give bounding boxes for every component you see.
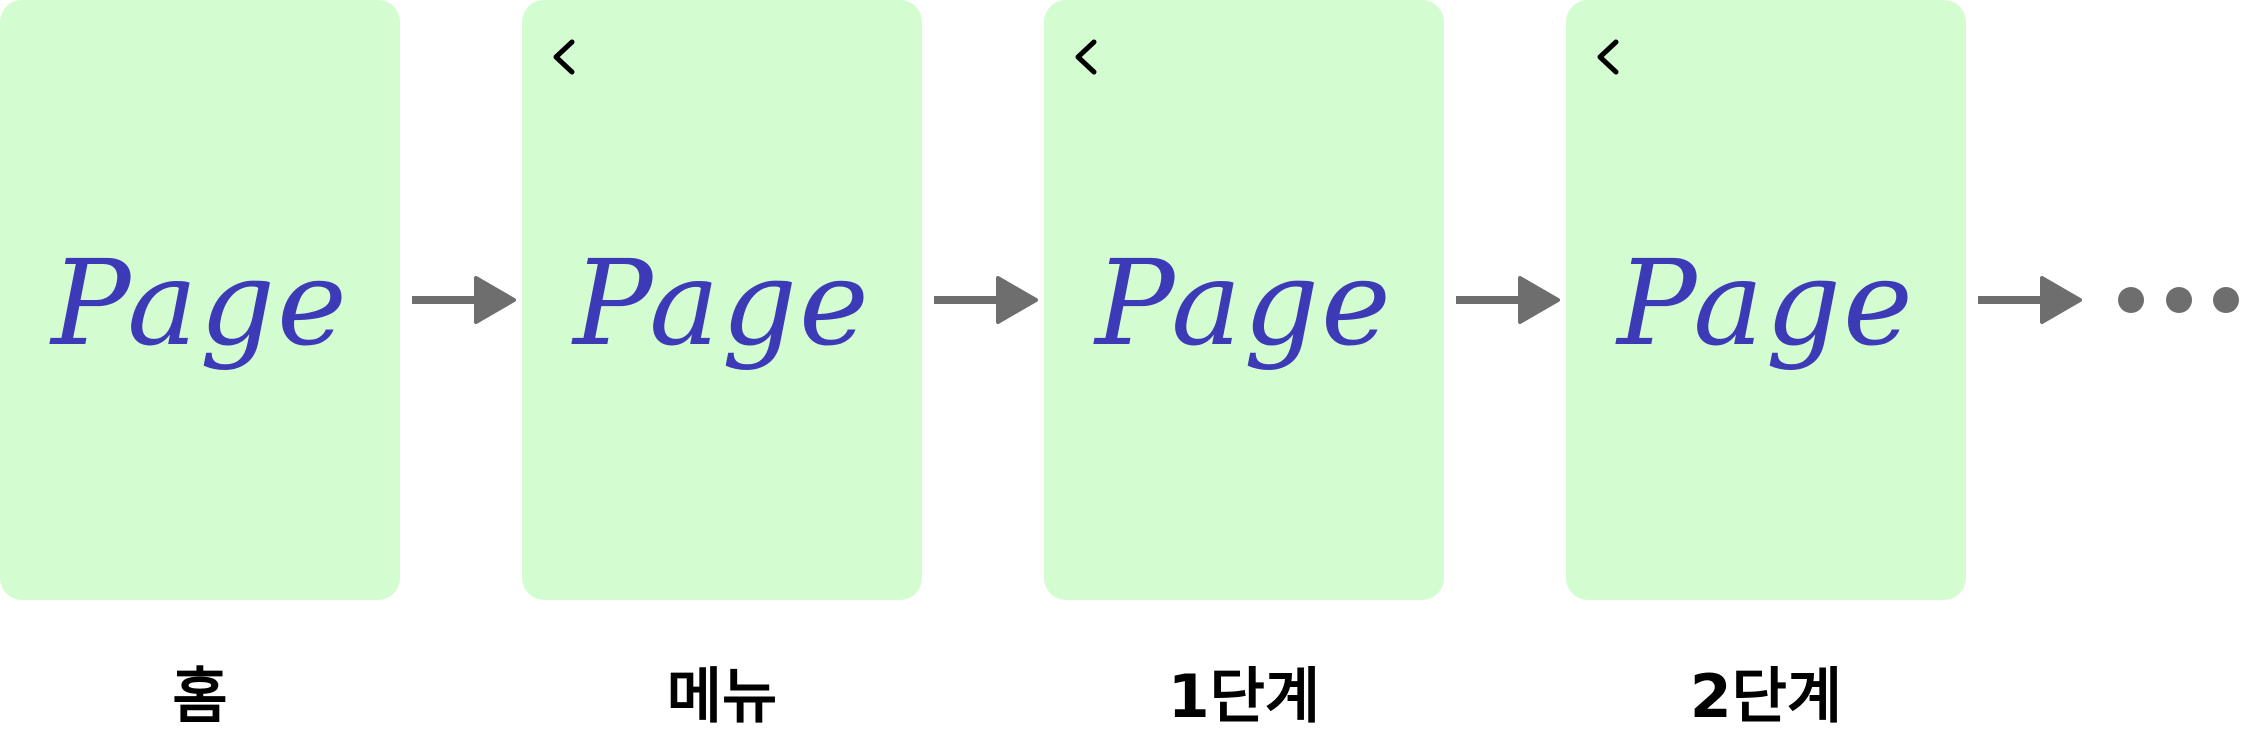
arrow-right-icon bbox=[934, 276, 1038, 324]
page-card-text: Page bbox=[573, 234, 871, 372]
page-card-text: Page bbox=[51, 234, 349, 372]
page-card-text: Page bbox=[1095, 234, 1393, 372]
step-label-home: 홈 bbox=[172, 662, 228, 732]
page-card-home: Page bbox=[0, 0, 400, 600]
step-label-menu: 메뉴 bbox=[666, 662, 778, 732]
page-card-step-2: Page bbox=[1566, 0, 1966, 600]
page-card-text: Page bbox=[1617, 234, 1915, 372]
page-card-step-1: Page bbox=[1044, 0, 1444, 600]
step-label-step-1: 1단계 bbox=[1167, 662, 1321, 732]
page-card-menu: Page bbox=[522, 0, 922, 600]
arrow-right-icon bbox=[1456, 276, 1560, 324]
arrow-right-icon bbox=[412, 276, 516, 324]
step-label-step-2: 2단계 bbox=[1689, 662, 1843, 732]
chevron-left-icon[interactable] bbox=[1074, 38, 1100, 84]
ellipsis-icon bbox=[2118, 287, 2239, 313]
chevron-left-icon[interactable] bbox=[1596, 38, 1622, 84]
chevron-left-icon[interactable] bbox=[552, 38, 578, 84]
arrow-right-icon bbox=[1978, 276, 2082, 324]
